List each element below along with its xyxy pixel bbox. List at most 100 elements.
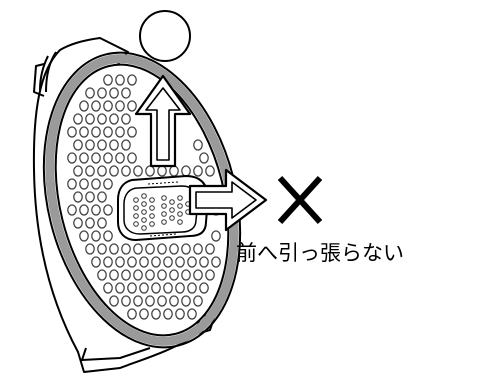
steam-hole bbox=[109, 165, 119, 177]
steam-hole bbox=[175, 256, 185, 268]
steam-hole bbox=[121, 165, 131, 177]
steam-hole bbox=[193, 139, 203, 151]
steam-hole bbox=[73, 217, 83, 229]
steam-hole bbox=[199, 152, 209, 164]
steam-hole bbox=[133, 165, 143, 177]
steam-hole bbox=[85, 217, 95, 229]
steam-hole bbox=[97, 191, 107, 203]
steam-hole bbox=[91, 152, 101, 164]
steam-hole bbox=[67, 178, 77, 190]
steam-hole bbox=[169, 295, 179, 307]
steam-hole bbox=[181, 295, 191, 307]
steam-hole bbox=[103, 178, 113, 190]
instruction-caption: 前へ引っ張らない bbox=[236, 241, 404, 265]
steam-hole bbox=[127, 126, 137, 138]
ok-circle-icon bbox=[139, 10, 191, 62]
steam-hole bbox=[193, 295, 203, 307]
steam-cap bbox=[117, 175, 209, 241]
steam-hole bbox=[205, 165, 215, 177]
steam-hole bbox=[145, 243, 155, 255]
up-arrow-inner bbox=[145, 87, 181, 161]
steam-hole bbox=[85, 243, 95, 255]
steam-hole bbox=[91, 230, 101, 242]
steam-hole bbox=[103, 256, 113, 268]
steam-hole bbox=[109, 87, 119, 99]
steam-hole bbox=[97, 139, 107, 151]
steam-hole bbox=[151, 256, 161, 268]
steam-hole bbox=[73, 165, 83, 177]
steam-hole bbox=[115, 152, 125, 164]
steam-hole bbox=[157, 165, 167, 177]
steam-hole bbox=[79, 152, 89, 164]
steam-hole bbox=[115, 282, 125, 294]
steam-hole bbox=[175, 282, 185, 294]
steam-hole bbox=[193, 165, 203, 177]
steam-hole bbox=[211, 256, 221, 268]
steam-hole bbox=[127, 256, 137, 268]
steam-hole bbox=[121, 243, 131, 255]
steam-hole bbox=[145, 269, 155, 281]
steam-hole bbox=[199, 256, 209, 268]
steam-hole bbox=[73, 191, 83, 203]
steam-hole bbox=[127, 100, 137, 112]
steam-hole bbox=[103, 74, 113, 86]
steam-hole bbox=[157, 269, 167, 281]
steam-hole bbox=[115, 256, 125, 268]
steam-hole bbox=[109, 139, 119, 151]
forward-arrow-inner bbox=[195, 181, 257, 219]
steam-hole bbox=[121, 113, 131, 125]
steam-hole bbox=[211, 230, 221, 242]
steam-hole bbox=[85, 191, 95, 203]
steam-hole bbox=[151, 308, 161, 320]
steam-hole bbox=[91, 256, 101, 268]
steam-hole bbox=[79, 126, 89, 138]
steam-hole bbox=[91, 204, 101, 216]
steam-hole bbox=[157, 243, 167, 255]
steam-hole bbox=[181, 165, 191, 177]
steam-hole bbox=[127, 282, 137, 294]
steam-hole bbox=[187, 282, 197, 294]
steam-hole bbox=[139, 308, 149, 320]
steam-hole bbox=[199, 282, 209, 294]
steam-hole bbox=[121, 269, 131, 281]
steam-hole bbox=[205, 269, 215, 281]
steam-hole bbox=[103, 204, 113, 216]
steam-hole bbox=[163, 256, 173, 268]
steam-hole bbox=[91, 126, 101, 138]
steam-hole bbox=[127, 152, 137, 164]
steam-hole bbox=[169, 269, 179, 281]
steam-hole bbox=[163, 308, 173, 320]
steam-hole bbox=[79, 100, 89, 112]
steam-hole bbox=[103, 100, 113, 112]
steam-hole bbox=[97, 113, 107, 125]
steam-hole bbox=[181, 243, 191, 255]
steam-hole bbox=[181, 269, 191, 281]
steam-hole bbox=[145, 295, 155, 307]
steam-hole bbox=[169, 243, 179, 255]
steam-hole bbox=[85, 139, 95, 151]
steam-hole bbox=[109, 269, 119, 281]
steam-hole bbox=[103, 282, 113, 294]
steam-hole bbox=[121, 87, 131, 99]
steam-hole bbox=[67, 126, 77, 138]
steam-hole bbox=[169, 165, 179, 177]
steam-hole bbox=[127, 308, 137, 320]
steam-hole bbox=[115, 126, 125, 138]
steam-hole bbox=[85, 165, 95, 177]
ng-cross-icon bbox=[277, 175, 323, 225]
steam-hole bbox=[127, 74, 137, 86]
steam-hole bbox=[187, 308, 197, 320]
steam-hole bbox=[109, 295, 119, 307]
steam-hole bbox=[133, 243, 143, 255]
steam-hole bbox=[67, 152, 77, 164]
steam-hole bbox=[187, 256, 197, 268]
steam-hole bbox=[97, 243, 107, 255]
steam-hole bbox=[109, 113, 119, 125]
steam-hole bbox=[91, 178, 101, 190]
steam-hole bbox=[139, 282, 149, 294]
steam-hole bbox=[157, 295, 167, 307]
steam-hole bbox=[139, 256, 149, 268]
steam-hole bbox=[97, 87, 107, 99]
steam-hole bbox=[163, 282, 173, 294]
steam-hole bbox=[193, 243, 203, 255]
